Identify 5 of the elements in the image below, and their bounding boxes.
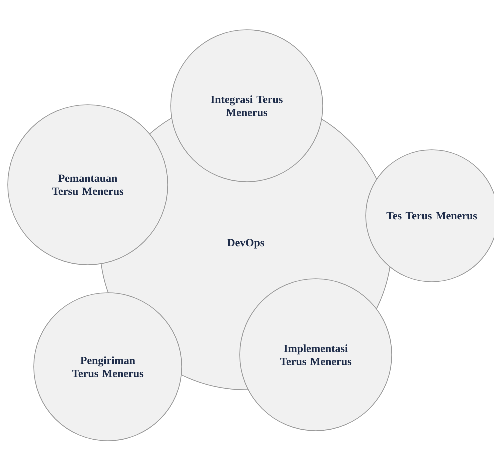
circle-node: Integrasi Terus Menerus (170, 30, 324, 182)
circle-node: Pemantauan Tersu Menerus (8, 104, 168, 266)
circle-node: Pengiriman Terus Menerus (34, 292, 182, 442)
circle-node: Implementasi Terus Menerus (240, 278, 392, 432)
circle-node: Tes Terus Menerus (366, 150, 494, 282)
